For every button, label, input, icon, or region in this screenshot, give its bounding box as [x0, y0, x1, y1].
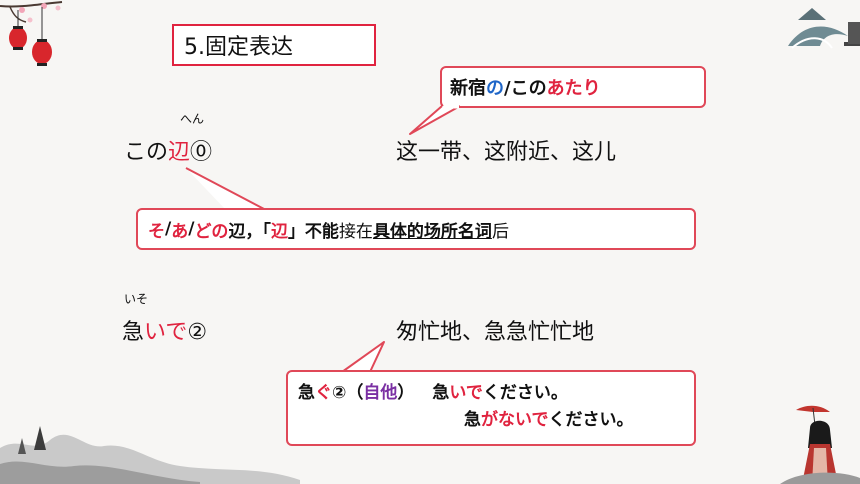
row1-accent: ⓪ — [190, 140, 213, 165]
cb-1e: ） — [397, 383, 415, 403]
row1-ruby: へん — [180, 112, 205, 126]
cb-1g: いで — [449, 383, 483, 403]
section-title: 5.固定表达 — [184, 35, 293, 60]
callout-bottom-line2: 急がないでください。 — [298, 407, 694, 434]
row2-word-kana: いで — [144, 320, 188, 345]
cb-1h: ください。 — [482, 383, 568, 403]
callout-top-text-1: 新宿 — [450, 78, 486, 99]
callout-mid-tail — [185, 167, 267, 211]
callout-mid-2: / — [165, 219, 172, 239]
callout-mid: そ/あ/どの辺，「辺」不能接在具体的场所名词后 — [136, 208, 696, 250]
callout-bottom-tail — [341, 341, 385, 373]
callout-mid-11: 后 — [491, 221, 509, 242]
row2-accent: ② — [187, 320, 208, 345]
row1-word-prefix: この — [124, 140, 169, 165]
cb-1f: 急 — [432, 383, 450, 403]
callout-top-text-4: あたり — [546, 78, 601, 99]
callout-mid-6: 辺，「 — [228, 221, 271, 242]
callout-mid-9: 接在 — [338, 221, 373, 242]
cb-2a: 急 — [464, 410, 481, 430]
callout-mid-7: 辺 — [270, 221, 288, 242]
wave-mountain-decoration — [788, 8, 860, 49]
row2-ruby: いそ — [124, 292, 149, 306]
callout-bottom-line1: 急ぐ②（自他）急いでください。 — [298, 380, 694, 407]
callout-mid-10: 具体的场所名词 — [372, 221, 492, 242]
row1-word: この辺⓪ — [124, 134, 212, 166]
row2-word: 急いで② — [122, 314, 207, 346]
callout-bottom: 急ぐ②（自他）急いでください。 急がないでください。 — [286, 370, 696, 446]
callout-mid-3: あ — [171, 221, 189, 242]
girl-with-umbrella-illustration — [780, 405, 860, 484]
lantern-blossom-decoration — [0, 1, 63, 66]
row2-meaning: 匆忙地、急急忙忙地 — [396, 320, 595, 345]
cb-1d: 自他 — [363, 383, 398, 403]
row1-word-kanji: 辺 — [168, 140, 191, 165]
row1-meaning: 这一带、这附近、这儿 — [396, 140, 617, 165]
section-title-box: 5.固定表达 — [172, 24, 376, 66]
callout-mid-8: 」不能 — [287, 221, 339, 242]
callout-mid-4: / — [188, 219, 195, 239]
cb-1a: 急 — [298, 383, 315, 403]
callout-top-tail — [409, 105, 461, 135]
callout-top-text-3: /この — [504, 78, 547, 99]
callout-mid-1: そ — [148, 221, 165, 242]
cb-1c: ②（ — [332, 383, 364, 403]
callout-top-text-2: の — [486, 78, 504, 99]
cb-1b: ぐ — [315, 383, 332, 403]
callout-mid-5: どの — [194, 221, 229, 242]
cb-2b: がないで — [481, 410, 549, 430]
ink-mountain-decoration — [0, 426, 300, 484]
cb-2c: ください。 — [548, 410, 634, 430]
row2-word-kanji: 急 — [122, 320, 145, 345]
callout-top: 新宿の/このあたり — [440, 66, 706, 108]
